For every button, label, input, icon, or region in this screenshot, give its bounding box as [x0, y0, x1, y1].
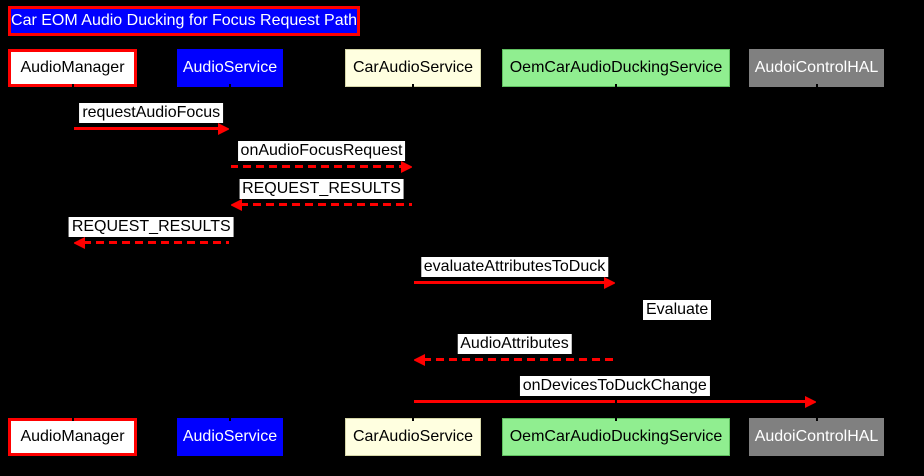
- arrowhead-requestaudiofocus: [218, 122, 230, 135]
- participant-box-audio-service-top: AudioService: [177, 49, 283, 87]
- message-arrow-request-results-dashed: [82, 241, 230, 244]
- message-label-request-results: REQUEST_RESULTS: [68, 217, 234, 237]
- participant-label: CarAudioService: [352, 59, 474, 76]
- participant-label: CarAudioService: [352, 428, 474, 445]
- participant-label: AudioService: [182, 428, 278, 445]
- participant-label: AudioManager: [20, 428, 125, 445]
- participant-label: OemCarAudioDuckingService: [509, 59, 723, 76]
- message-arrow-ondevicestoduckchange-solid: [413, 400, 807, 403]
- arrowhead-request-results: [72, 236, 85, 249]
- participant-label: OemCarAudioDuckingService: [509, 428, 723, 445]
- arrowhead-onaudiofocusrequest: [401, 160, 413, 173]
- participant-label: AudoiControlHAL: [754, 428, 879, 445]
- participant-box-audoi-control-hal-bottom: AudoiControlHAL: [749, 418, 884, 456]
- lifeline-audio-manager: [71, 84, 74, 421]
- participant-label: AudioManager: [20, 59, 125, 76]
- lifeline-audio-service: [229, 84, 231, 421]
- arrowhead-ondevicestoduckchange: [804, 395, 817, 408]
- message-arrow-audioattributes-dashed: [423, 358, 616, 361]
- lifeline-audoi-control-hal: [815, 84, 818, 421]
- message-label-audioattributes: AudioAttributes: [457, 334, 572, 354]
- message-arrow-evaluateattributestoduck-solid: [413, 281, 606, 284]
- participant-box-car-audio-service-bottom: CarAudioService: [345, 418, 481, 456]
- message-label-evaluateattributestoduck: evaluateAttributesToDuck: [420, 257, 609, 277]
- lifeline-oem-car-audio-ducking-service: [615, 84, 617, 421]
- message-label-onaudiofocusrequest: onAudioFocusRequest: [237, 141, 406, 161]
- lifeline-car-audio-service: [412, 84, 414, 421]
- message-label-request-results: REQUEST_RESULTS: [239, 179, 404, 199]
- participant-label: AudoiControlHAL: [754, 59, 879, 76]
- arrowhead-audioattributes: [413, 353, 425, 366]
- diagram-title: Car EOM Audio Ducking for Focus Request …: [8, 6, 360, 36]
- message-arrow-request-results-dashed: [240, 203, 413, 206]
- arrowhead-request-results: [230, 198, 242, 211]
- message-arrow-requestaudiofocus-solid: [72, 127, 220, 130]
- participant-box-oem-car-audio-ducking-service-top: OemCarAudioDuckingService: [502, 49, 730, 87]
- participant-box-car-audio-service-top: CarAudioService: [345, 49, 481, 87]
- self-arrow-evaluate: [616, 322, 646, 342]
- participant-box-audio-service-bottom: AudioService: [177, 418, 283, 456]
- message-arrow-onaudiofocusrequest-dashed: [230, 165, 403, 168]
- message-label-ondevicestoduckchange: onDevicesToDuckChange: [519, 376, 710, 396]
- participant-box-oem-car-audio-ducking-service-bottom: OemCarAudioDuckingService: [502, 418, 730, 456]
- participant-label: AudioService: [182, 59, 278, 76]
- participant-box-audio-manager-bottom: AudioManager: [8, 418, 137, 456]
- message-label-requestaudiofocus: requestAudioFocus: [79, 103, 224, 123]
- participant-box-audoi-control-hal-top: AudoiControlHAL: [749, 49, 884, 87]
- message-label-evaluate: Evaluate: [643, 300, 712, 320]
- participant-box-audio-manager-top: AudioManager: [8, 49, 137, 87]
- arrowhead-evaluateattributestoduck: [604, 276, 616, 289]
